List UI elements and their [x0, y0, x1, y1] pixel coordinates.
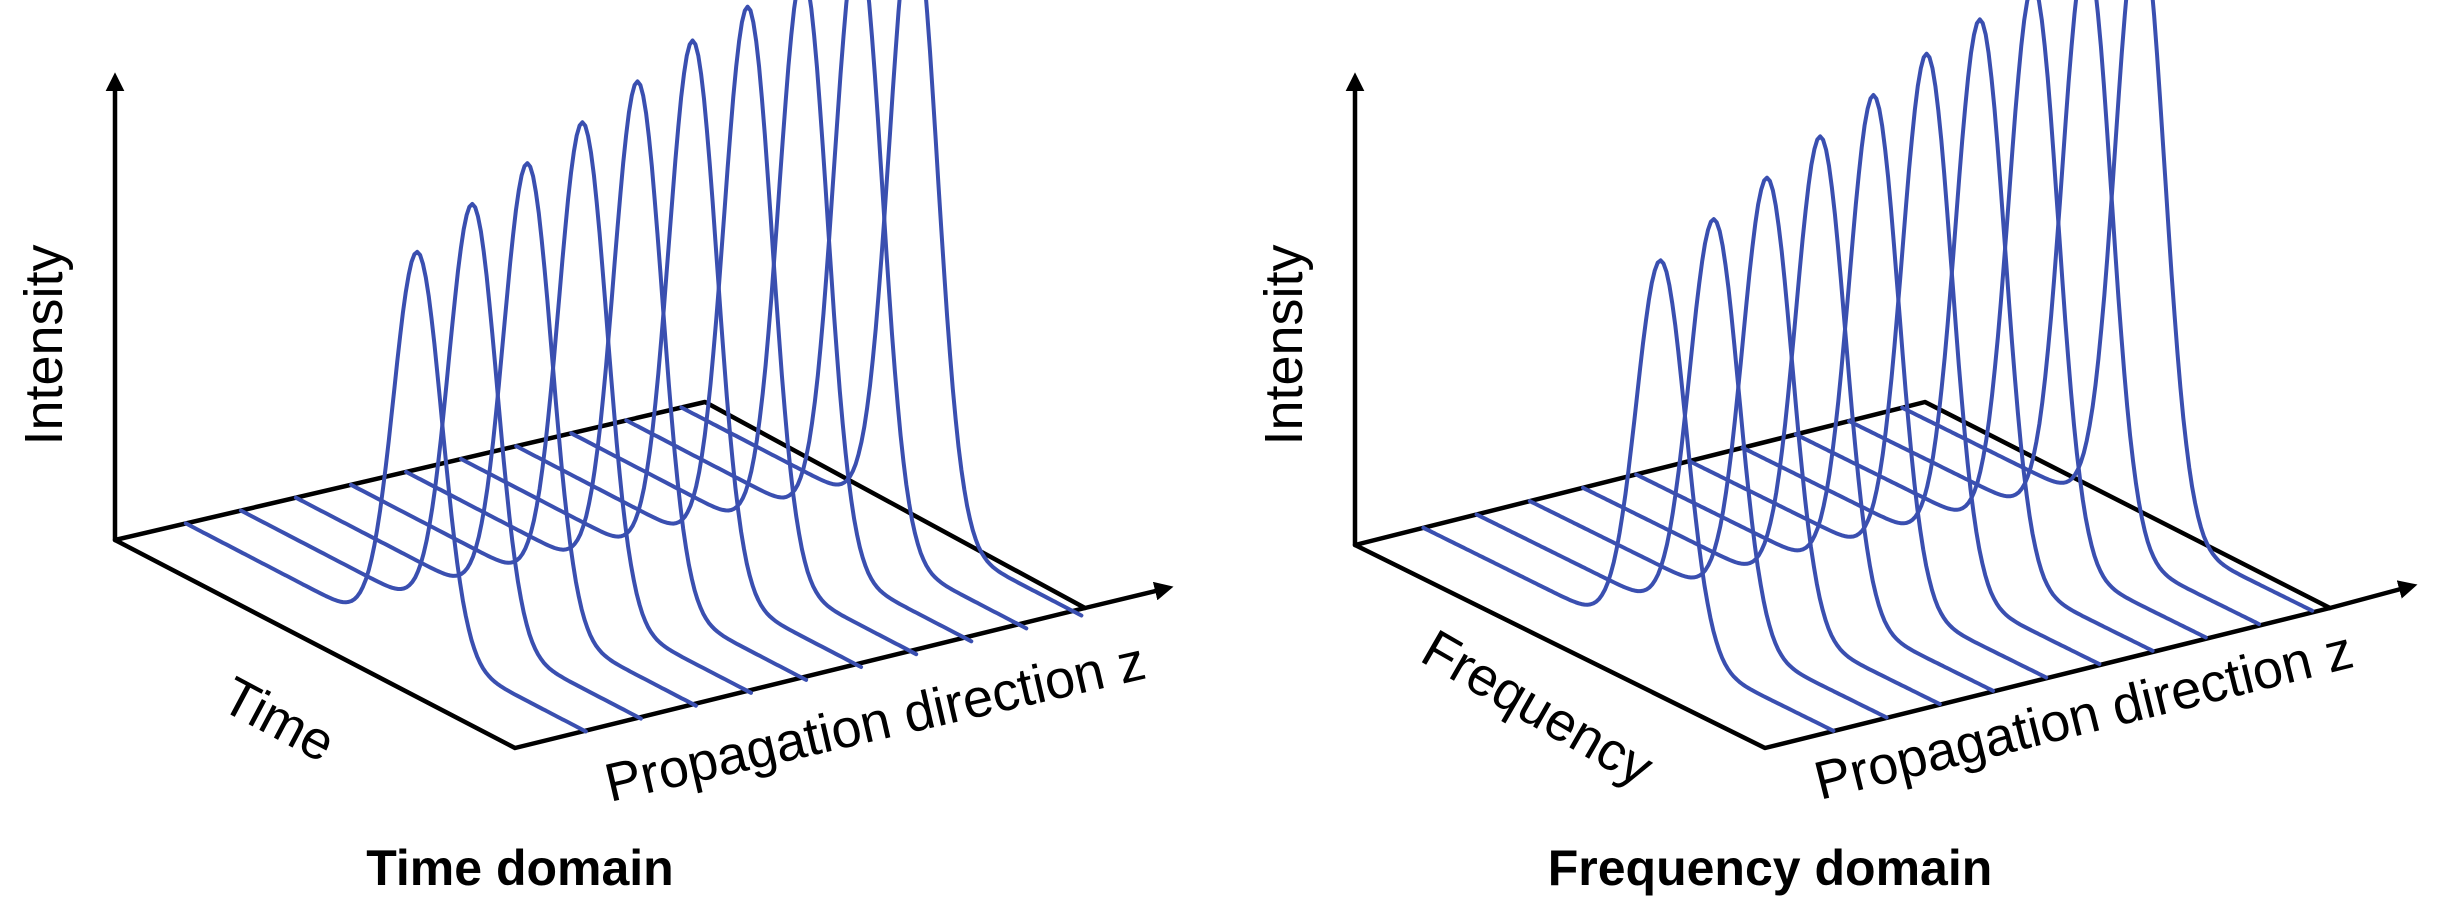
intensity-label: Intensity — [1254, 244, 1314, 445]
pulse-curve — [1740, 17, 2155, 653]
pulse-curve — [1900, 0, 2315, 613]
floor-plane — [112, 399, 1088, 751]
pulse-curve — [1687, 51, 2102, 667]
pulse-curve — [238, 202, 643, 721]
floor-plane — [1352, 399, 2333, 751]
pulse-curve — [183, 249, 588, 734]
pulse-curve — [459, 38, 864, 669]
pulse-curve — [349, 120, 753, 695]
panel-time-domain: Intensity Time Propagation direction z T… — [14, 0, 1174, 896]
pulse-curve — [1421, 258, 1836, 733]
pulse-curve — [624, 0, 1029, 631]
propagation-axis — [2327, 580, 2418, 611]
frequency-axis-label: Frequency — [1412, 618, 1663, 798]
panel-title: Time domain — [366, 840, 673, 896]
panel-title: Frequency domain — [1548, 840, 1993, 896]
pulse-curve — [1527, 175, 1942, 707]
time-axis-label: Time — [212, 666, 344, 774]
intensity-label: Intensity — [14, 244, 74, 445]
pulse-curve — [1581, 134, 1995, 693]
pulse-curve — [1634, 93, 2049, 680]
pulse-curve — [1793, 0, 2208, 640]
pulse-curve — [1474, 217, 1889, 720]
pulse-curve — [514, 4, 919, 657]
pulse-curve — [404, 79, 809, 682]
pulse-curve — [569, 0, 974, 644]
pulse-group — [183, 0, 1084, 734]
pulse-group — [1421, 0, 2315, 733]
pulse-curve — [679, 0, 1084, 618]
pulse-curve — [1847, 0, 2261, 627]
pulse-curve — [293, 161, 698, 708]
propagation-axis — [1082, 581, 1174, 611]
panel-frequency-domain: Intensity Frequency Propagation directio… — [1254, 0, 2418, 896]
